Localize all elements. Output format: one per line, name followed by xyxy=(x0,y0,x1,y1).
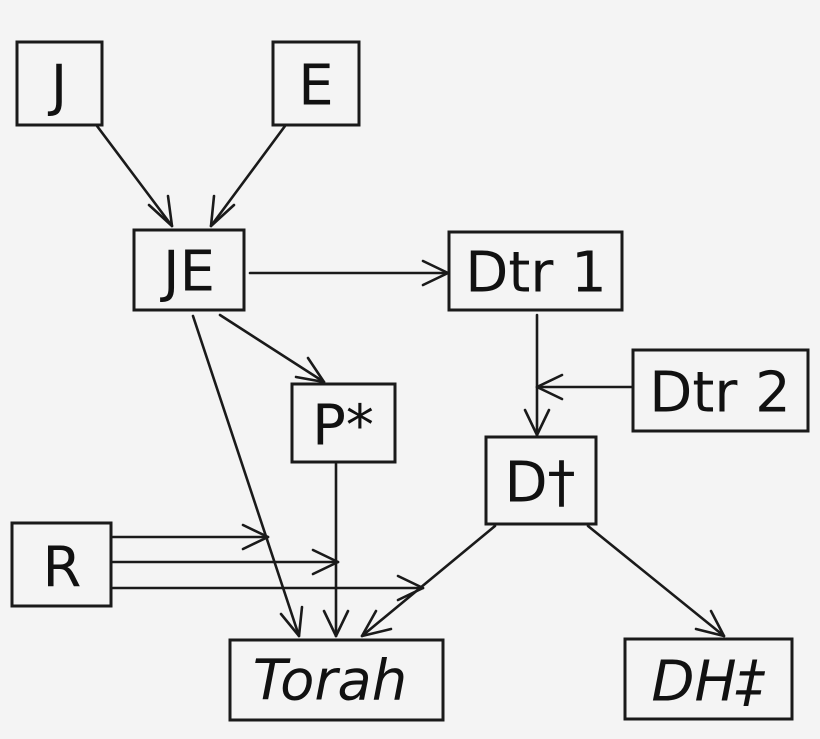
node-p-label: P* xyxy=(312,394,374,459)
node-d-label: D† xyxy=(504,451,575,516)
edge-je-to-torah xyxy=(191,314,304,638)
edge-j-to-je xyxy=(95,124,174,228)
edge-r-arrow-3 xyxy=(111,574,425,602)
node-torah: Torah xyxy=(228,638,445,722)
edge-e-to-je xyxy=(209,124,287,228)
node-dtr1: Dtr 1 xyxy=(447,230,624,312)
node-e-label: E xyxy=(298,54,333,119)
node-p: P* xyxy=(290,382,397,464)
edge-r-arrow-2 xyxy=(111,548,340,576)
edge-r-arrow-1 xyxy=(111,523,270,551)
node-dh: DH‡ xyxy=(623,637,794,721)
node-d: D† xyxy=(484,435,598,526)
node-e: E xyxy=(271,40,361,127)
node-dh-label: DH‡ xyxy=(651,650,765,715)
edge-je-to-dtr1 xyxy=(248,259,450,287)
node-je: JE xyxy=(132,228,246,312)
edge-d-to-dh xyxy=(586,524,726,638)
edge-dtr1-to-d xyxy=(523,313,551,437)
node-dtr2-label: Dtr 2 xyxy=(649,361,791,426)
node-r-label: R xyxy=(43,536,82,601)
node-r: R xyxy=(10,521,113,608)
edges xyxy=(95,124,726,638)
node-j: J xyxy=(15,40,104,127)
node-torah-label: Torah xyxy=(253,649,407,714)
edge-dtr2-to-d xyxy=(535,373,634,401)
edge-d-to-torah xyxy=(360,524,497,638)
node-dtr2: Dtr 2 xyxy=(631,348,810,433)
node-dtr1-label: Dtr 1 xyxy=(465,241,607,306)
node-je-label: JE xyxy=(160,240,215,305)
edge-je-to-p xyxy=(218,313,326,384)
edge-p-to-torah xyxy=(322,462,350,638)
node-j-label: J xyxy=(48,54,68,119)
